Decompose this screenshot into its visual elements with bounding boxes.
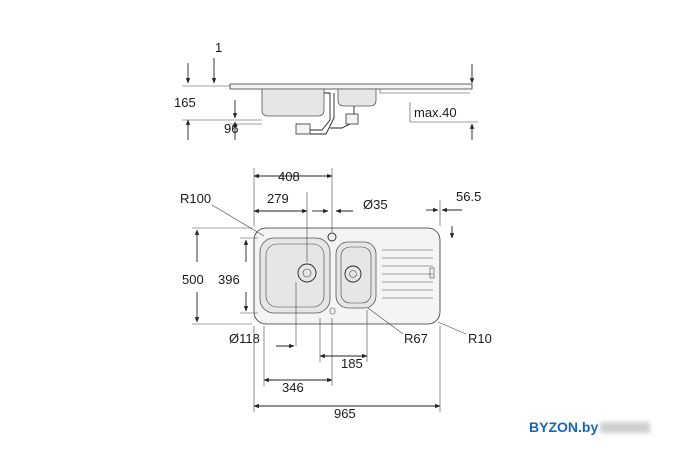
dim-small-bowl-label: 185 <box>341 356 363 371</box>
dim-bowl-depth-label: 396 <box>218 272 240 287</box>
dim-thickness-label: 1 <box>215 40 222 55</box>
dim-radius-outer-label: R100 <box>180 191 211 206</box>
dim-bowls-span-label: 408 <box>278 169 300 184</box>
dim-small-offset-label: 279 <box>267 191 289 206</box>
side-view: 1 165 96 max.40 <box>174 40 478 140</box>
watermark-text: BYZON.by <box>529 419 599 435</box>
dim-radius-bowl-label: R67 <box>404 331 428 346</box>
drainer-ribs <box>382 249 435 299</box>
dim-tap-hole-label: Ø35 <box>363 197 388 212</box>
watermark: BYZON.by <box>529 419 651 435</box>
dim-drainer-offset-label: 56.5 <box>456 189 481 204</box>
dim-depth-label: 96 <box>224 121 238 136</box>
dim-width-label: 500 <box>182 272 204 287</box>
dim-waste-label: Ø118 <box>229 331 260 346</box>
dim-radius-corner-label: R10 <box>468 331 492 346</box>
dim-max-label: max.40 <box>414 105 457 120</box>
dim-height-label: 165 <box>174 95 196 110</box>
watermark-blur <box>600 422 651 433</box>
top-view: 408 R100 279 Ø35 56.5 500 396 Ø118 R67 R… <box>180 168 492 421</box>
dim-large-bowl-label: 346 <box>282 380 304 395</box>
dim-length-label: 965 <box>334 406 356 421</box>
